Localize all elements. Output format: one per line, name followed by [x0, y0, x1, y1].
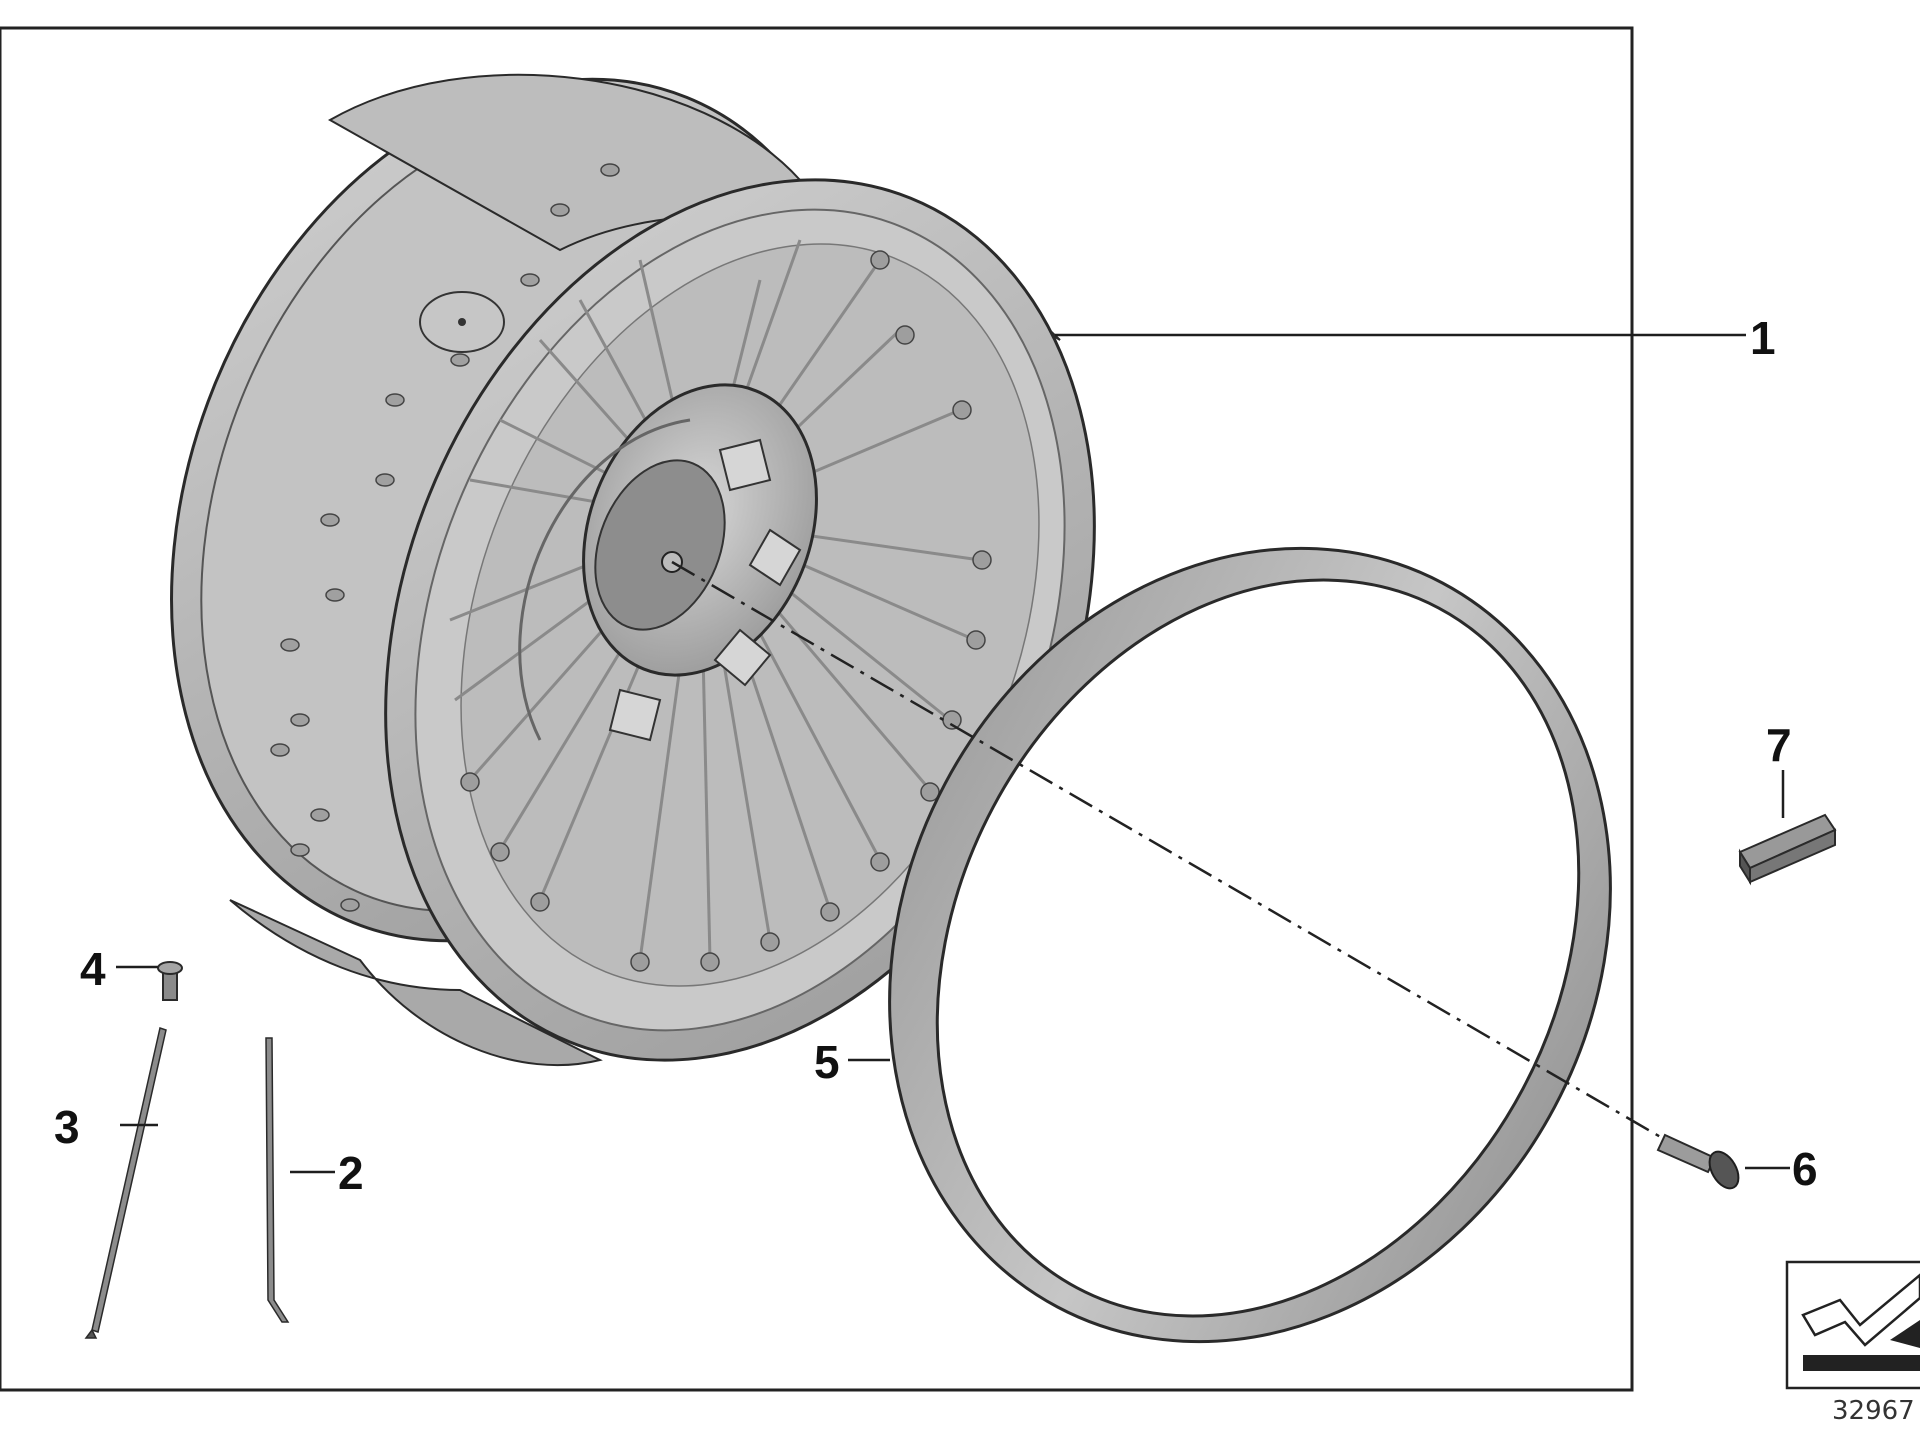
rubber-block: [1738, 813, 1837, 886]
rim-barrel-bottom: [229, 899, 603, 1067]
reference-number: 32967: [1832, 1396, 1915, 1426]
screw: [1656, 1133, 1740, 1190]
spoke-short: [265, 1037, 290, 1323]
leader-lines: [116, 333, 1790, 1174]
rim-band-inner: [935, 578, 1581, 1318]
valve-hole: [458, 318, 466, 326]
callout-1: 1: [1750, 312, 1776, 364]
axis-line: [671, 560, 1701, 1162]
callout-3: 3: [54, 1101, 80, 1153]
hub-bore: [594, 459, 726, 631]
hub-ring: [518, 418, 691, 741]
callout-7: 7: [1766, 719, 1792, 771]
diagram-frame: [0, 26, 1634, 1392]
callout-4: 4: [80, 943, 106, 995]
spoke-nipples: [460, 250, 992, 972]
callout-2: 2: [338, 1147, 364, 1199]
diagram-symbol-icon: [1785, 1260, 1920, 1390]
spoked-wheel: [170, 73, 1096, 1067]
callout-6: 6: [1792, 1143, 1818, 1195]
spoke-nipple: [157, 961, 183, 1001]
callout-5: 5: [814, 1036, 840, 1088]
rim-dots: [270, 163, 620, 912]
spoke-long: [84, 1027, 167, 1339]
hub-lugs: [608, 438, 802, 742]
rim-band: [888, 546, 1612, 1344]
